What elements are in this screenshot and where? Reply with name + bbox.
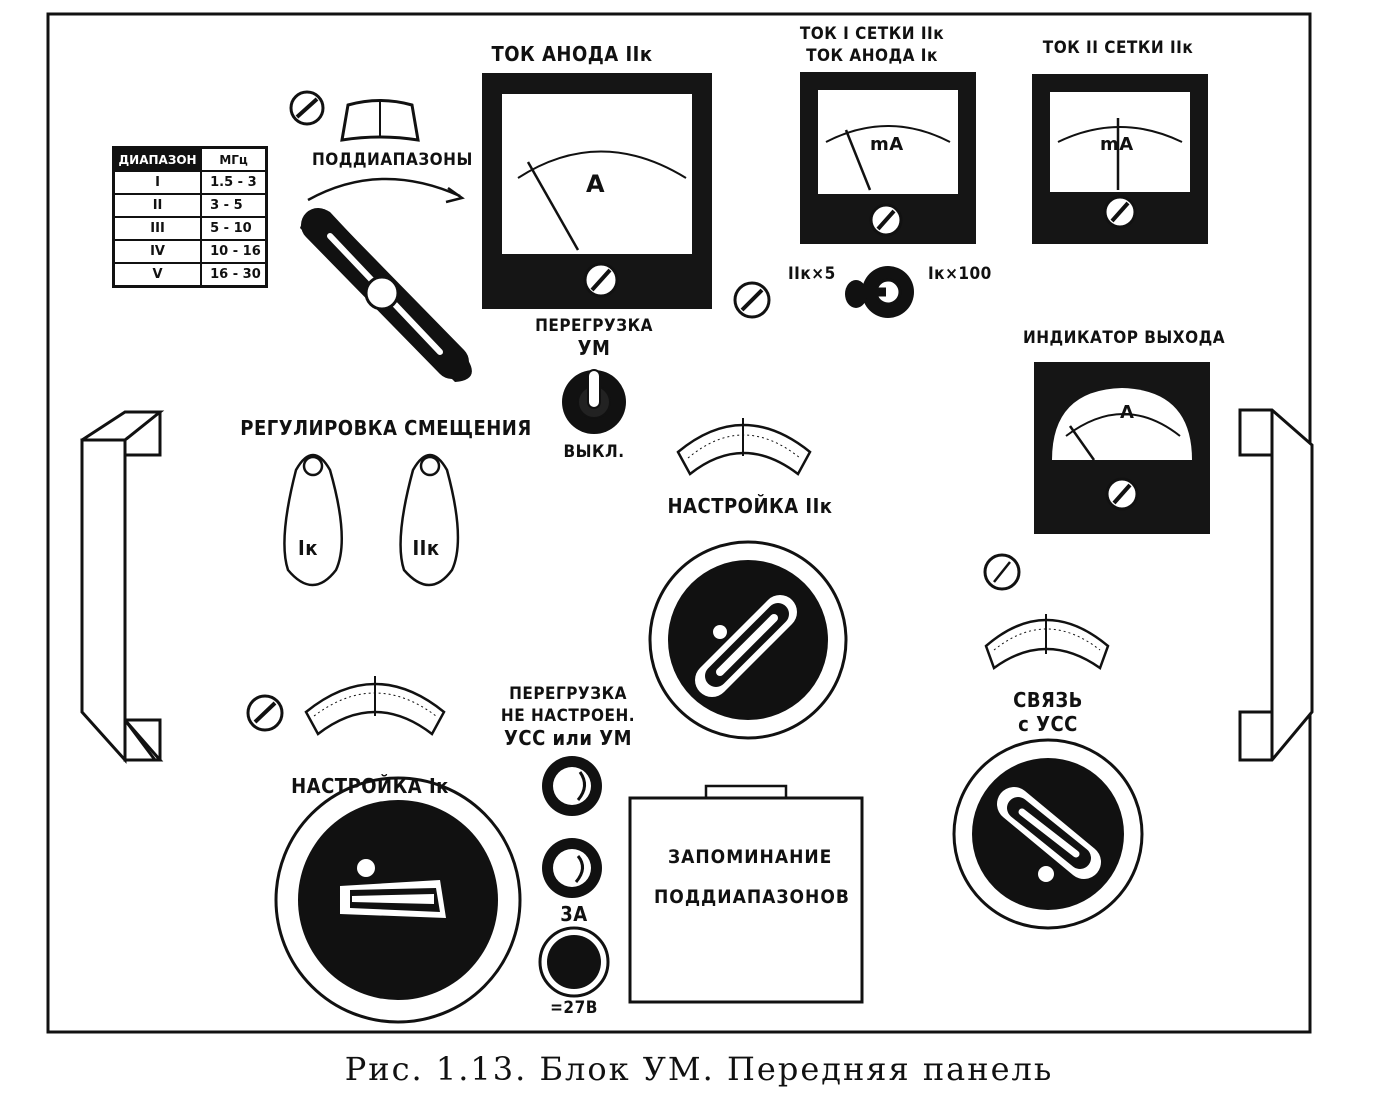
arrow-icon: [307, 177, 461, 202]
tuning-1k-scale: [304, 676, 446, 736]
screw-icon: [289, 90, 325, 126]
overload-lamp-1: [542, 756, 602, 816]
label-coupling-1: СВЯЗЬ: [1013, 688, 1083, 712]
figure-caption: Рис. 1.13. Блок УМ. Передняя панель: [344, 1050, 1054, 1088]
label-subranges: ПОДДИАПАЗОНЫ: [312, 150, 473, 170]
label-memory-1: ЗАПОМИНАНИЕ: [668, 846, 833, 868]
screw-icon: [983, 553, 1021, 591]
bias-control-2k[interactable]: [399, 453, 460, 587]
coupling-knob[interactable]: [952, 738, 1144, 930]
meter-anode-1k: [800, 72, 976, 244]
label-anode-current-2k: ТОК АНОДА IIк: [491, 42, 653, 66]
range-table-header-range: ДИАПАЗОН: [112, 146, 203, 172]
label-switch-right: Iк×100: [928, 264, 992, 284]
memory-subranges-cover[interactable]: [628, 784, 864, 1004]
label-tuning-1k: НАСТРОЙКА Iк: [291, 774, 449, 798]
label-bias-adjust: РЕГУЛИРОВКА СМЕЩЕНИЯ: [240, 416, 532, 440]
label-overload-detuned-2: НЕ НАСТРОЕН.: [500, 706, 636, 726]
label-switch-left: IIк×5: [788, 264, 836, 284]
label-tuning-2k: НАСТРОЙКА IIк: [667, 494, 833, 518]
range-table-header-mhz: МГц: [200, 146, 268, 172]
label-anode-current-1k: ТОК АНОДА Iк: [806, 46, 938, 66]
label-bias-1k: Iк: [298, 536, 318, 560]
subrange-window: [340, 99, 420, 142]
label-coupling-2: с УСС: [1018, 712, 1078, 736]
tuning-1k-knob[interactable]: [274, 776, 522, 1024]
label-grid2-current-2k: ТОК II СЕТКИ IIк: [1042, 38, 1194, 58]
meter-grid2-unit: mA: [1100, 134, 1134, 155]
meter-output: [1034, 362, 1210, 534]
bias-control-1k[interactable]: [283, 453, 343, 587]
label-overload-detuned-1: ПЕРЕГРУЗКА: [509, 684, 627, 704]
meter-anode-2k: [482, 73, 712, 309]
overload-lamp-2: [542, 838, 602, 898]
label-overload-detuned-3: УСС или УМ: [504, 726, 632, 750]
right-handle[interactable]: [1238, 408, 1314, 762]
coupling-scale: [984, 614, 1110, 670]
label-overload-um: ПЕРЕГРУЗКА: [535, 316, 653, 336]
label-bias-2k: IIк: [412, 536, 440, 560]
meter-anode-1k-unit: mA: [870, 134, 904, 155]
meter-anode-2k-unit: A: [586, 170, 606, 198]
fuse-holder[interactable]: [538, 926, 610, 998]
meter-grid2-2k: [1032, 74, 1208, 244]
label-grid1-current-2k: ТОК I СЕТКИ IIк: [799, 24, 945, 44]
label-fuse: 3А: [560, 902, 588, 926]
overload-um-switch[interactable]: [562, 369, 626, 434]
tuning-2k-scale: [676, 418, 812, 476]
label-off: ВЫКЛ.: [563, 442, 625, 462]
screw-icon: [246, 694, 284, 732]
label-overload-um-2: УМ: [577, 336, 611, 360]
label-memory-2: ПОДДИАПАЗОНОВ: [654, 886, 850, 908]
range-toggle-switch[interactable]: [845, 266, 914, 318]
label-voltage: =27В: [550, 998, 598, 1018]
meter-output-unit: A: [1120, 402, 1135, 423]
left-handle[interactable]: [80, 410, 165, 764]
screw-icon: [733, 281, 771, 319]
label-output-indicator: ИНДИКАТОР ВЫХОДА: [1022, 328, 1226, 348]
tuning-2k-knob[interactable]: [648, 540, 848, 740]
subrange-lever[interactable]: [300, 208, 472, 382]
